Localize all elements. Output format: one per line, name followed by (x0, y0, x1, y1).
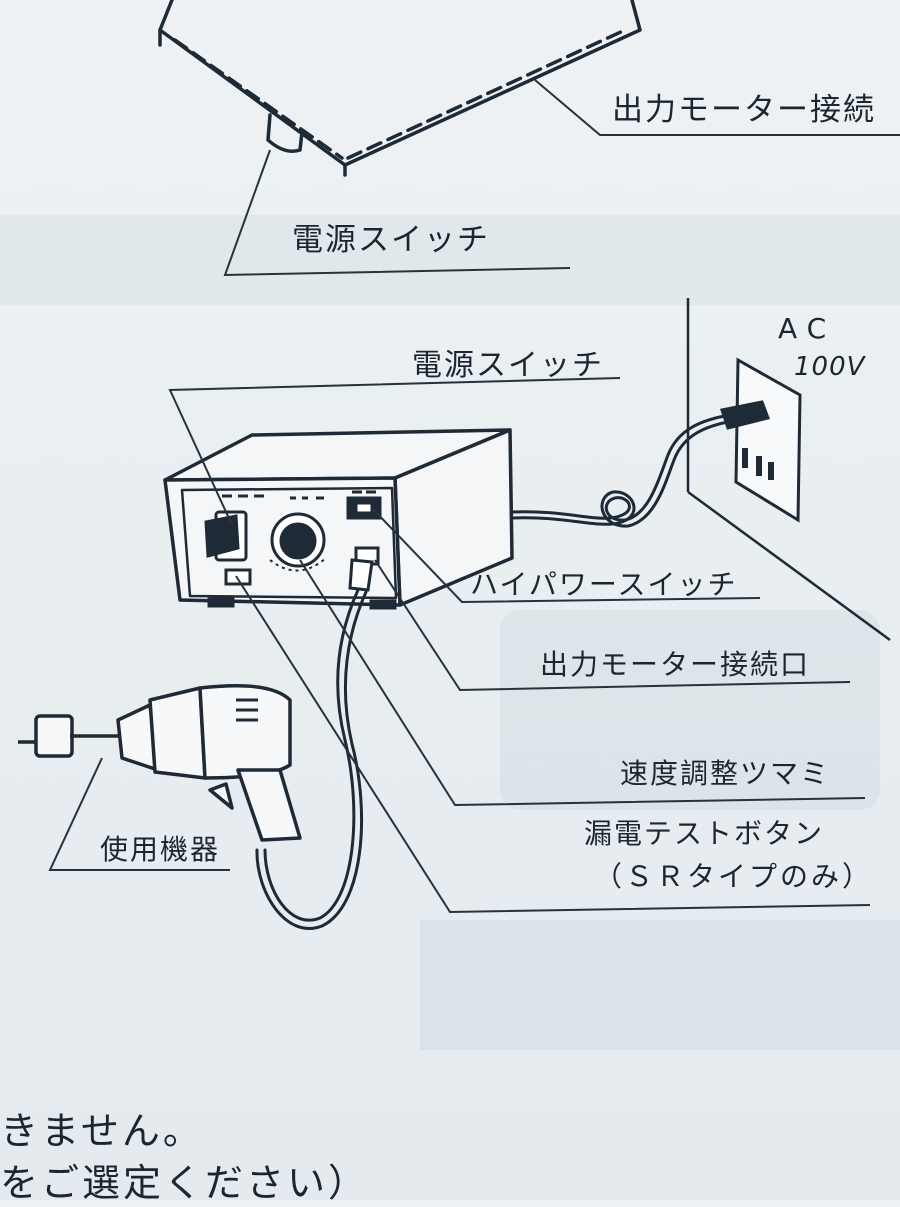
label-ac: AC (778, 312, 837, 345)
leak-test-button-drawing (224, 568, 252, 586)
label-high-power-switch: ハイパワースイッチ (470, 568, 738, 601)
label-voltage: 100V (794, 352, 866, 382)
label-speed-knob: 速度調整ツマミ (620, 757, 831, 790)
wall-outlet (686, 298, 891, 642)
label-output-motor-connector: 出力モーター接続口 (540, 648, 811, 681)
drill-vents (236, 698, 258, 722)
drill-device-drawing (18, 683, 302, 842)
label-leak-test-button: 漏電テストボタン (584, 817, 825, 850)
leader-lines (48, 377, 871, 914)
device-cord (255, 588, 368, 930)
top-leader-lines (223, 79, 900, 277)
label-power-switch-top: 電源スイッチ (292, 222, 490, 258)
speed-knob-drawing (269, 512, 327, 572)
top-unit-drawing (158, 0, 642, 177)
label-top-output-connector: 出力モーター接続 (612, 92, 876, 128)
output-connector-drawing (348, 546, 380, 592)
high-power-switch-drawing (346, 496, 382, 520)
label-leak-test-note: （ＳＲタイプのみ） (594, 860, 874, 893)
label-power-switch: 電源スイッチ (412, 348, 604, 383)
footer-text-line-2: をご選定ください） (0, 1161, 370, 1205)
panel-tick-marks (222, 490, 376, 500)
footer-text-line-1: きません。 (0, 1109, 204, 1153)
front-power-switch (204, 510, 248, 562)
power-cord (510, 413, 735, 528)
label-device-in-use: 使用機器 (100, 833, 221, 866)
